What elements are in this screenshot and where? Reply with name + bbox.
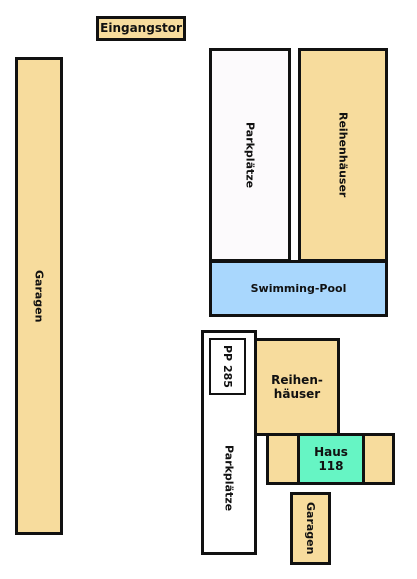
rowhouses-top-label: Reihenhäuser [336,112,350,198]
parking-area-top: Parkplätze [209,48,291,262]
entrance-gate-label: Eingangstor [100,21,182,36]
swimming-pool-label: Swimming-Pool [250,281,347,295]
garage-left-label: Garagen [32,269,46,323]
house-118: Haus 118 [297,433,365,485]
rowhouses-bottom: Reihen- häuser [254,338,340,436]
house-118-label: Haus 118 [314,444,348,473]
house-unit-right [362,433,395,485]
garage-left: Garagen [15,57,63,535]
rowhouses-top: Reihenhäuser [298,48,388,262]
parking-area-top-label: Parkplätze [243,121,257,189]
swimming-pool: Swimming-Pool [209,260,388,317]
entrance-gate: Eingangstor [96,16,186,41]
parking-space-285: PP 285 [209,338,246,395]
parking-space-285-label: PP 285 [221,345,235,388]
parking-area-bottom-label: Parkplätze [222,445,236,512]
parking-area-bottom-label-wrap: Parkplätze [204,425,254,532]
garage-bottom: Garagen [290,492,331,565]
house-unit-left [266,433,300,485]
rowhouses-bottom-label: Reihen- häuser [271,372,323,401]
garage-bottom-label: Garagen [304,502,318,555]
